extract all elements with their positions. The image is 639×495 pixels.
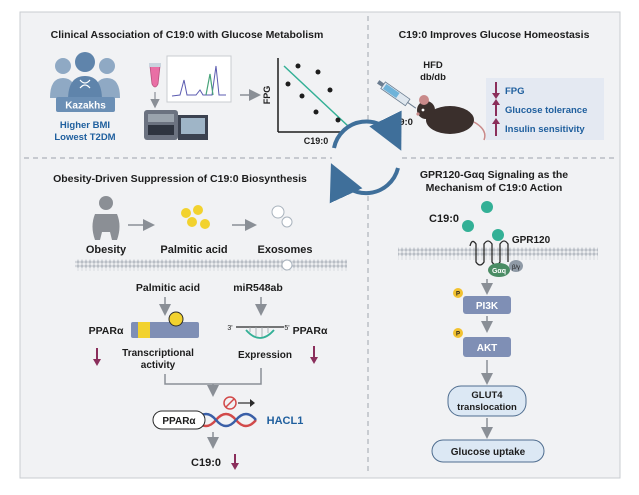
model-hfd: HFD: [423, 60, 443, 71]
effect-label: FPG: [505, 86, 525, 97]
population-label: Kazakhs: [65, 101, 106, 112]
plot-y-label: FPG: [262, 86, 272, 105]
down-arrow-icon: [231, 454, 239, 470]
cell-membrane-right: [398, 247, 598, 260]
cell-membrane-left: [75, 259, 347, 271]
ligand-molecules: [462, 201, 504, 241]
effect-insulin-sensitivity: Insulin sensitivity: [492, 118, 585, 136]
population-label-box: [56, 97, 115, 112]
effect-label: Insulin sensitivity: [505, 124, 585, 135]
glut4-label-1: GLUT4: [471, 390, 503, 401]
gpr120-receptor-icon: [469, 240, 509, 266]
glucose-uptake-label: Glucose uptake: [451, 447, 526, 458]
note-lowest-t2dm: Lowest T2DM: [54, 132, 115, 143]
gene-binding-label: PPARα: [162, 416, 196, 427]
chromatogram-icon: [166, 55, 232, 103]
sample-tube-icon: [149, 63, 161, 88]
glut4-label-2: translocation: [457, 402, 517, 413]
inhibition-icon: [223, 396, 255, 410]
glut4-node: [447, 385, 527, 417]
panel-title-mechanism-1: GPR120-Gαq Signaling as the: [420, 169, 568, 181]
obese-person-icon: [92, 196, 120, 240]
syringe-icon: [377, 80, 417, 109]
left-effect-line1: Transcriptional: [122, 348, 194, 359]
akt-node: [463, 337, 511, 357]
ligand-label: C19:0: [429, 213, 459, 225]
input-mir548ab: miR548ab: [233, 282, 283, 294]
gaq-protein-icon: [488, 260, 523, 277]
pi3k-label: PI3K: [476, 301, 499, 312]
mirna-mrna-icon: [236, 326, 284, 339]
effect-fpg: FPG: [492, 82, 525, 99]
effect-label: Glucose tolerance: [505, 105, 587, 116]
gaq-label: Gαq: [492, 268, 506, 275]
panel-title-homeostasis: C19:0 Improves Glucose Homeostasis: [399, 29, 590, 41]
down-arrow-icon: [93, 348, 101, 366]
right-target-ppara: PPARα: [293, 325, 328, 337]
treatment-label: C19:0: [387, 117, 413, 128]
effects-box: [486, 78, 604, 140]
pi3k-node: [463, 296, 511, 314]
exosome-crossing-icon: [281, 259, 293, 271]
note-higher-bmi: Higher BMI: [60, 120, 110, 131]
mass-spectrometer-icon: [144, 110, 208, 140]
flow-exosomes: Exosomes: [257, 244, 312, 256]
akt-label: AKT: [477, 343, 498, 354]
left-effect-line2: activity: [141, 360, 176, 371]
phospho-icon: [453, 328, 463, 338]
phospho-label: P: [456, 292, 460, 298]
right-effect: Expression: [238, 350, 292, 361]
gene-hacl1: HACL1: [267, 415, 304, 427]
panel-title-biosynthesis: Obesity-Driven Suppression of C19:0 Bios…: [53, 173, 307, 185]
flow-palmitic-acid: Palmitic acid: [160, 244, 227, 256]
plot-x-label: C19:0: [304, 136, 329, 146]
input-palmitic-acid: Palmitic acid: [136, 282, 200, 294]
panel-title-mechanism-2: Mechanism of C19:0 Action: [426, 182, 563, 194]
mouse-icon: [416, 95, 486, 141]
glucose-uptake-node: [431, 439, 545, 463]
product-c19: C19:0: [191, 457, 221, 469]
model-dbdb: db/db: [420, 72, 446, 83]
center-badge: [329, 110, 402, 204]
effect-glucose-tolerance: Glucose tolerance: [492, 99, 587, 116]
palmitic-acid-icon: [181, 205, 210, 229]
strand-5-prime: 5': [284, 325, 289, 332]
population-icon: [50, 52, 120, 100]
flow-obesity: Obesity: [86, 244, 127, 256]
phospho-label: P: [456, 332, 460, 338]
gbg-label: β/γ: [512, 265, 520, 271]
down-arrow-icon: [310, 346, 318, 364]
receptor-label: GPR120: [512, 235, 551, 246]
phospho-icon: [453, 288, 463, 298]
left-target-ppara: PPARα: [89, 325, 124, 337]
strand-3-prime: 3': [227, 325, 232, 332]
panel-title-clinical: Clinical Association of C19:0 with Gluco…: [51, 29, 324, 41]
exosome-icon: [271, 205, 293, 228]
ppara-receptor-icon: [131, 311, 199, 338]
ppara-binding-pill: [152, 410, 206, 430]
